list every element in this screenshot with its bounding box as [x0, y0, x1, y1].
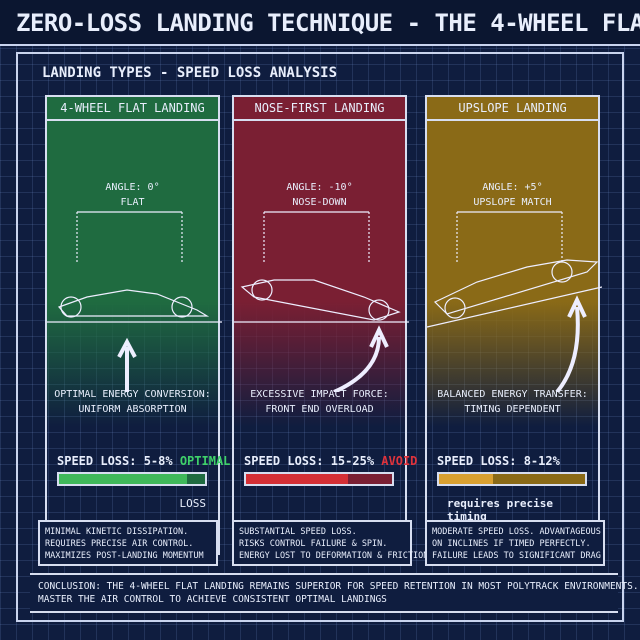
bar-fill — [59, 474, 188, 484]
desc-line: RISKS CONTROL FAILURE & SPIN. — [239, 539, 388, 549]
bar-note: requires precise timing — [447, 497, 553, 523]
desc-line: MODERATE SPEED LOSS. ADVANTAGEOUS — [432, 527, 601, 537]
landing-panel: UPSLOPE LANDING ANGLE: +5° UPSLOPE MATCH… — [425, 95, 602, 555]
panel-header: 4-WHEEL FLAT LANDING — [47, 97, 218, 121]
panel-header: UPSLOPE LANDING — [427, 97, 598, 121]
slope-line — [427, 286, 602, 328]
car-landing-diagram — [427, 211, 602, 392]
conclusion-line-1: CONCLUSION: THE 4-WHEEL FLAT LANDING REM… — [38, 581, 639, 592]
curved-arrow-icon — [333, 325, 389, 392]
curved-arrow-icon — [555, 295, 587, 392]
car-icon — [240, 279, 401, 321]
speed-loss-label: SPEED LOSS: 5-8% OPTIMAL — [57, 454, 230, 468]
angle-description: NOSE-DOWN — [292, 197, 347, 208]
speed-retention-bar — [244, 472, 394, 486]
caption-line-1: OPTIMAL ENERGY CONVERSION: — [54, 389, 211, 400]
car-icon — [57, 289, 210, 318]
conclusion-box: CONCLUSION: THE 4-WHEEL FLAT LANDING REM… — [30, 573, 639, 613]
speed-loss-label: SPEED LOSS: 8-12% — [437, 454, 560, 468]
angle-value: ANGLE: 0° — [105, 182, 160, 193]
speed-loss-label: SPEED LOSS: 15-25% AVOID — [244, 454, 417, 468]
caption-line-1: EXCESSIVE IMPACT FORCE: — [250, 389, 389, 400]
caption-line-1: BALANCED ENERGY TRANSFER: — [437, 389, 588, 400]
desc-line: ENERGY LOST TO DEFORMATION & FRICTION — [239, 551, 429, 561]
bar-note: LOSS — [179, 497, 207, 510]
impact-caption: EXCESSIVE IMPACT FORCE: FRONT END OVERLO… — [234, 387, 405, 417]
angle-label: ANGLE: 0° FLAT — [47, 180, 218, 210]
page-title: ZERO-LOSS LANDING TECHNIQUE - THE 4-WHEE… — [0, 0, 640, 46]
bar-fill — [246, 474, 349, 484]
angle-label: ANGLE: +5° UPSLOPE MATCH — [427, 180, 598, 210]
angle-value: ANGLE: -10° — [286, 182, 353, 193]
angle-value: ANGLE: +5° — [482, 182, 543, 193]
angle-description: FLAT — [120, 197, 145, 208]
angle-label: ANGLE: -10° NOSE-DOWN — [234, 180, 405, 210]
impact-caption: BALANCED ENERGY TRANSFER: TIMING DEPENDE… — [427, 387, 598, 417]
car-landing-diagram — [234, 211, 409, 392]
panel-color-fill — [47, 97, 218, 427]
caption-line-2: FRONT END OVERLOAD — [265, 404, 374, 415]
car-icon — [433, 259, 599, 319]
speed-loss-value: SPEED LOSS: 5-8% — [57, 454, 173, 468]
speed-loss-value: SPEED LOSS: 15-25% — [244, 454, 375, 468]
desc-line: FAILURE LEADS TO SIGNIFICANT DRAG — [432, 551, 601, 561]
desc-line: MINIMAL KINETIC DISSIPATION. — [45, 527, 189, 537]
car-landing-diagram — [47, 211, 222, 392]
section-subtitle: LANDING TYPES - SPEED LOSS ANALYSIS — [42, 65, 338, 81]
landing-panel: NOSE-FIRST LANDING ANGLE: -10° NOSE-DOWN… — [232, 95, 417, 555]
rating-tag: AVOID — [381, 454, 418, 468]
caption-line-2: TIMING DEPENDENT — [464, 404, 561, 415]
impact-caption: OPTIMAL ENERGY CONVERSION: UNIFORM ABSOR… — [47, 387, 218, 417]
panel-description: MODERATE SPEED LOSS. ADVANTAGEOUS ON INC… — [425, 520, 605, 566]
desc-line: ON INCLINES IF TIMED PERFECTLY. — [432, 539, 591, 549]
desc-line: REQUIRES PRECISE AIR CONTROL. — [45, 539, 194, 549]
landing-panel: 4-WHEEL FLAT LANDING ANGLE: 0° FLAT OPTI… — [45, 95, 230, 555]
speed-retention-bar — [437, 472, 587, 486]
panel-header: NOSE-FIRST LANDING — [234, 97, 405, 121]
conclusion-line-2: MASTER THE AIR CONTROL TO ACHIEVE CONSIS… — [38, 594, 387, 605]
desc-line: SUBSTANTIAL SPEED LOSS. — [239, 527, 357, 537]
rating-tag: OPTIMAL — [179, 454, 231, 468]
bar-fill — [439, 474, 494, 484]
desc-line: MAXIMIZES POST-LANDING MOMENTUM — [45, 551, 204, 561]
speed-retention-bar — [57, 472, 207, 486]
panel-description: SUBSTANTIAL SPEED LOSS. RISKS CONTROL FA… — [232, 520, 429, 566]
angle-description: UPSLOPE MATCH — [473, 197, 552, 208]
speed-loss-value: SPEED LOSS: 8-12% — [437, 454, 560, 468]
caption-line-2: UNIFORM ABSORPTION — [78, 404, 187, 415]
blueprint-frame — [16, 52, 624, 622]
panel-color-fill — [234, 97, 405, 427]
panel-description: MINIMAL KINETIC DISSIPATION. REQUIRES PR… — [38, 520, 218, 566]
up-arrow-icon — [117, 337, 137, 392]
